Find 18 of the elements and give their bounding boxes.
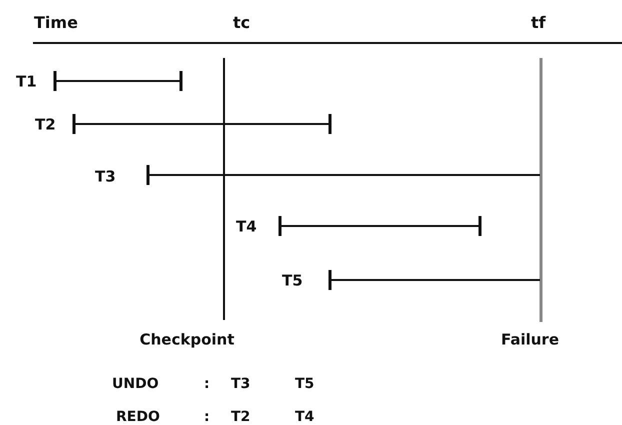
label: UNDO bbox=[112, 377, 159, 391]
label: Failure bbox=[500, 332, 560, 348]
label: T1 bbox=[16, 74, 37, 90]
label: : bbox=[204, 377, 210, 391]
label: T4 bbox=[295, 410, 314, 424]
label: T5 bbox=[295, 377, 314, 391]
label: T4 bbox=[236, 220, 257, 234]
label: T2 bbox=[35, 118, 56, 132]
label: T2 bbox=[231, 410, 250, 424]
label: T3 bbox=[95, 170, 116, 184]
label: Time bbox=[34, 15, 78, 31]
label: Checkpoint bbox=[140, 332, 234, 348]
label: T3 bbox=[231, 377, 250, 391]
label: : bbox=[204, 410, 210, 424]
label: tc bbox=[233, 15, 250, 31]
label: tf bbox=[531, 15, 546, 31]
label: REDO bbox=[116, 410, 160, 424]
label: T5 bbox=[282, 274, 303, 288]
